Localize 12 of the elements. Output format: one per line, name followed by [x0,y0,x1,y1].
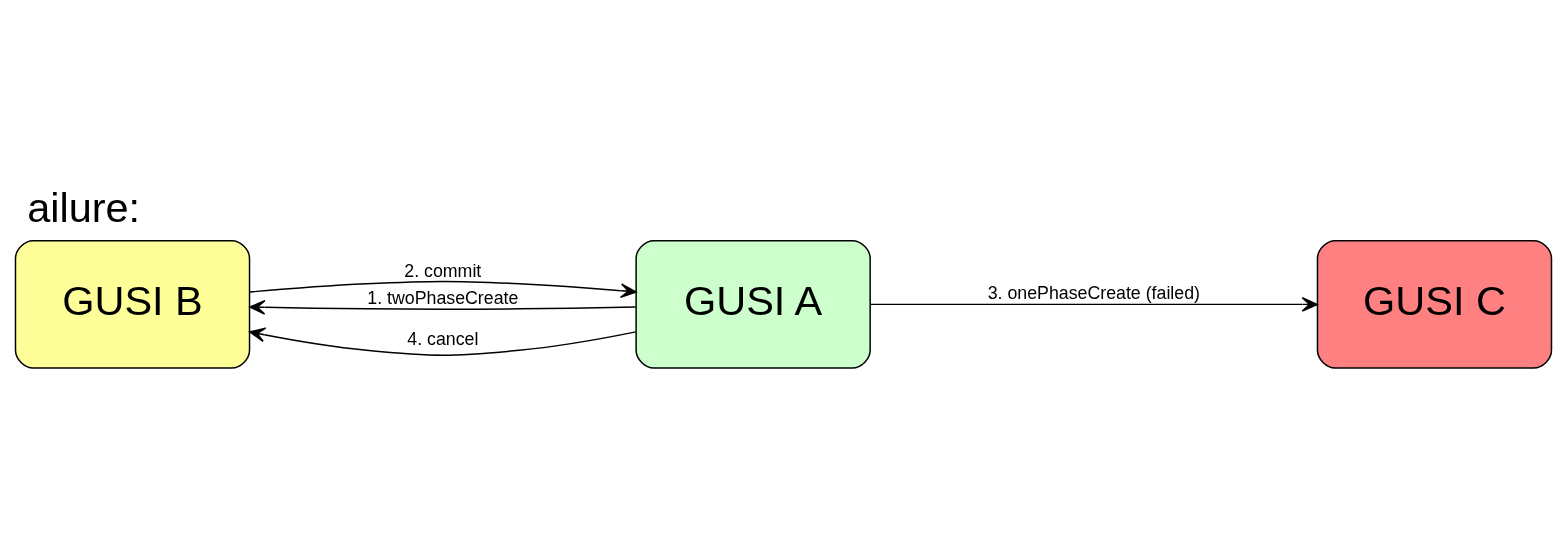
edge-label: 3. onePhaseCreate (failed) [987,283,1200,304]
edge-label: 2. commit [404,261,482,282]
arrow [249,327,637,356]
edge-label: 1. twoPhaseCreate [367,287,519,308]
arrow [249,280,637,299]
node-box: GUSI B [14,239,251,369]
arrow [869,297,1318,312]
edge-label: 4. cancel [407,329,479,350]
diagram-title: ailure: [27,184,141,232]
node-box: GUSI A [635,239,871,369]
arrow [249,299,637,315]
node-box: GUSI C [1316,239,1553,369]
